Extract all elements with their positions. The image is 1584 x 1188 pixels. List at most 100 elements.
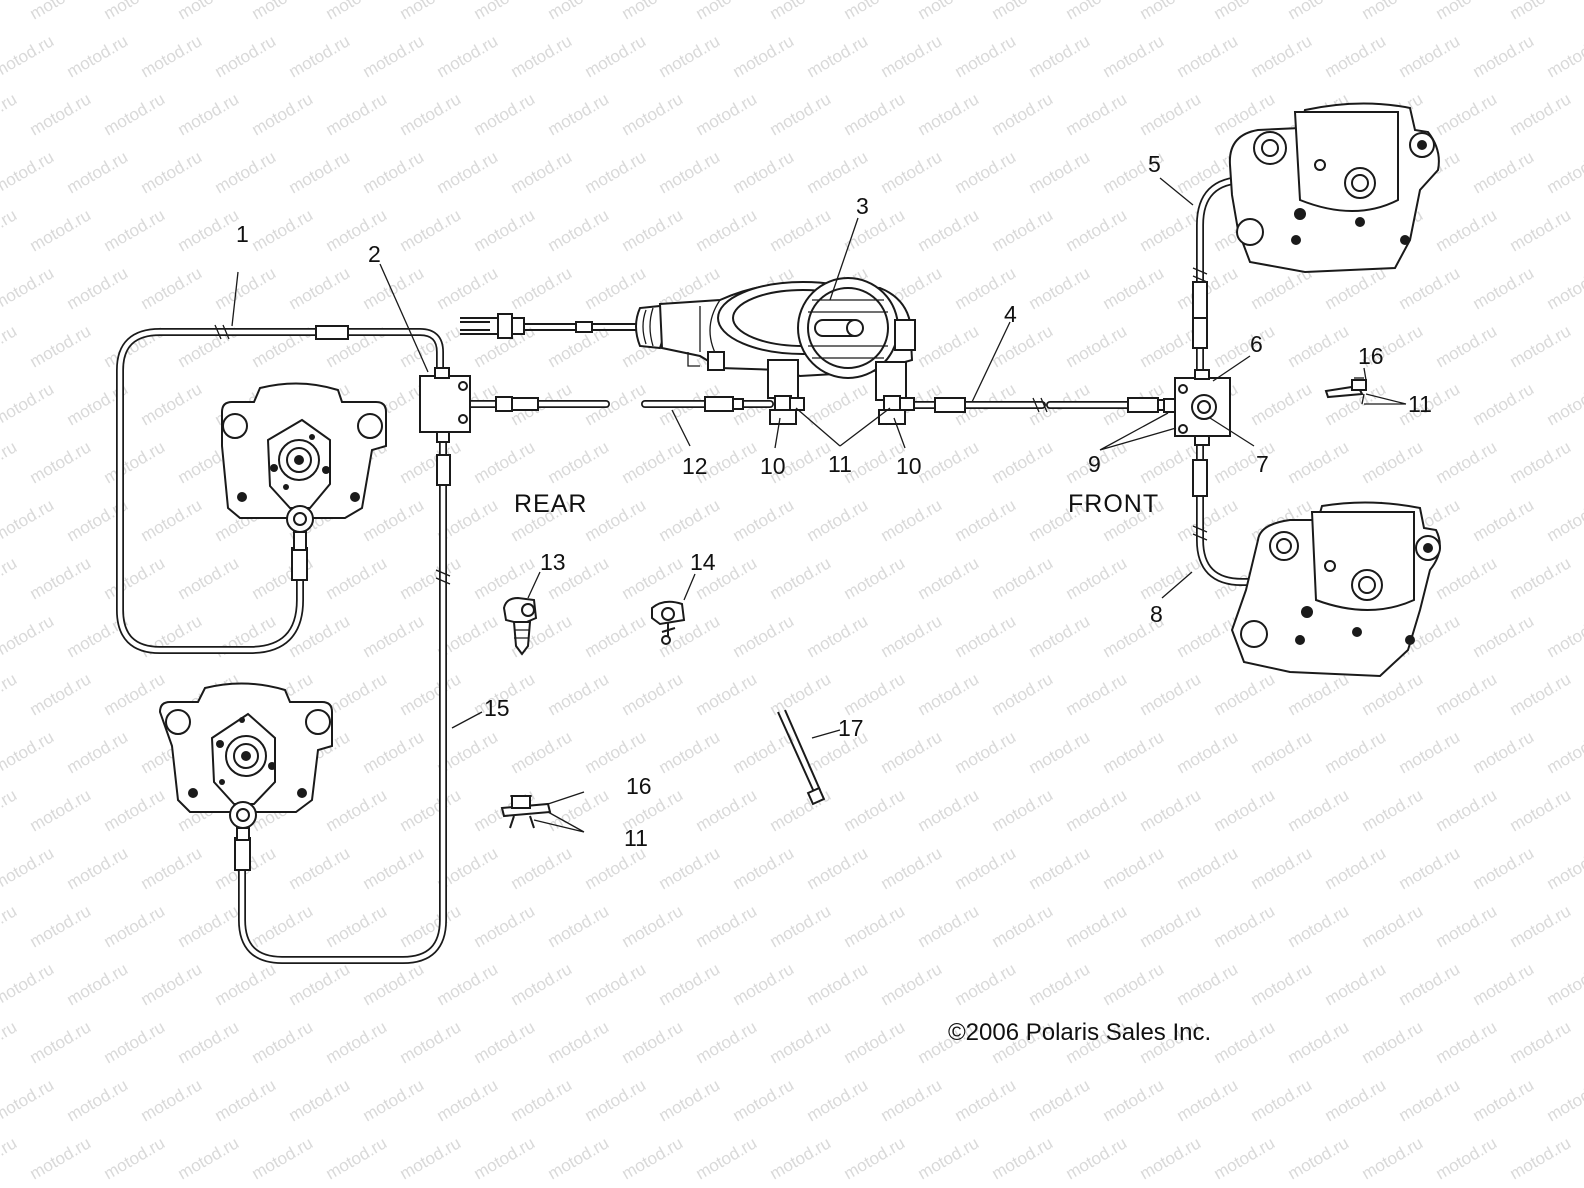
- part-13-clip: [502, 596, 538, 656]
- watermark-text: motod.ru: [286, 147, 354, 197]
- watermark-text: motod.ru: [730, 959, 798, 1009]
- watermark-text: motod.ru: [619, 669, 687, 719]
- watermark-text: motod.ru: [27, 1133, 95, 1183]
- watermark-text: motod.ru: [1581, 669, 1584, 719]
- watermark-text: motod.ru: [323, 553, 391, 603]
- watermark-text: motod.ru: [508, 843, 576, 893]
- watermark-text: motod.ru: [1285, 0, 1353, 23]
- watermark-text: motod.ru: [0, 669, 20, 719]
- part-17-cable-tie: [777, 709, 826, 806]
- watermark-text: motod.ru: [841, 1133, 909, 1183]
- watermark-text: motod.ru: [323, 89, 391, 139]
- watermark-text: motod.ru: [1248, 379, 1316, 429]
- watermark-text: motod.ru: [138, 31, 206, 81]
- watermark-text: motod.ru: [989, 0, 1057, 23]
- watermark-text: motod.ru: [1174, 727, 1242, 777]
- watermark-text: motod.ru: [1137, 901, 1205, 951]
- watermark-text: motod.ru: [915, 901, 983, 951]
- watermark-text: motod.ru: [804, 147, 872, 197]
- watermark-text: motod.ru: [1285, 321, 1353, 371]
- watermark-text: motod.ru: [693, 205, 761, 255]
- watermark-text: motod.ru: [582, 727, 650, 777]
- watermark-text: motod.ru: [656, 31, 724, 81]
- watermark-text: motod.ru: [989, 901, 1057, 951]
- watermark-text: motod.ru: [1470, 147, 1538, 197]
- watermark-text: motod.ru: [212, 263, 280, 313]
- callout-10b: 10: [896, 453, 922, 479]
- watermark-text: motod.ru: [952, 147, 1020, 197]
- watermark-text: motod.ru: [138, 263, 206, 313]
- copyright-text: ©2006 Polaris Sales Inc.: [948, 1019, 1211, 1046]
- watermark-text: motod.ru: [0, 31, 57, 81]
- watermark-text: motod.ru: [0, 379, 57, 429]
- watermark-text: motod.ru: [989, 785, 1057, 835]
- watermark-text: motod.ru: [27, 0, 95, 23]
- watermark-text: motod.ru: [804, 959, 872, 1009]
- watermark-text: motod.ru: [1544, 147, 1584, 197]
- watermark-text: motod.ru: [1544, 959, 1584, 1009]
- watermark-text: motod.ru: [1100, 959, 1168, 1009]
- watermark-text: motod.ru: [1322, 1075, 1390, 1125]
- watermark-text: motod.ru: [508, 959, 576, 1009]
- watermark-text: motod.ru: [323, 1133, 391, 1183]
- watermark-text: motod.ru: [1359, 0, 1427, 23]
- watermark-text: motod.ru: [1581, 785, 1584, 835]
- watermark-text: motod.ru: [1100, 263, 1168, 313]
- watermark-text: motod.ru: [545, 785, 613, 835]
- watermark-text: motod.ru: [175, 205, 243, 255]
- watermark-text: motod.ru: [1359, 1017, 1427, 1067]
- watermark-text: motod.ru: [323, 1017, 391, 1067]
- callout-10a: 10: [760, 453, 786, 479]
- watermark-text: motod.ru: [101, 1017, 169, 1067]
- watermark-text: motod.ru: [1137, 553, 1205, 603]
- watermark-text: motod.ru: [545, 1133, 613, 1183]
- watermark-text: motod.ru: [1470, 727, 1538, 777]
- watermark-text: motod.ru: [323, 901, 391, 951]
- watermark-text: motod.ru: [619, 205, 687, 255]
- watermark-text: motod.ru: [545, 1017, 613, 1067]
- watermark-text: motod.ru: [804, 611, 872, 661]
- watermark-text: motod.ru: [1433, 669, 1501, 719]
- watermark-text: motod.ru: [397, 553, 465, 603]
- watermark-text: motod.ru: [804, 1075, 872, 1125]
- watermark-text: motod.ru: [915, 553, 983, 603]
- watermark-text: motod.ru: [730, 147, 798, 197]
- watermark-text: motod.ru: [1211, 901, 1279, 951]
- watermark-text: motod.ru: [397, 1017, 465, 1067]
- watermark-text: motod.ru: [1137, 1133, 1205, 1183]
- watermark-text: motod.ru: [1433, 1017, 1501, 1067]
- watermark-text: motod.ru: [693, 901, 761, 951]
- watermark-text: motod.ru: [101, 0, 169, 23]
- watermark-text: motod.ru: [1507, 901, 1575, 951]
- watermark-text: motod.ru: [1063, 785, 1131, 835]
- watermark-text: motod.ru: [1211, 1017, 1279, 1067]
- watermark-text: motod.ru: [804, 495, 872, 545]
- watermark-text: motod.ru: [915, 205, 983, 255]
- leader-lines: [231, 177, 1407, 833]
- watermark-text: motod.ru: [101, 669, 169, 719]
- watermark-text: motod.ru: [1581, 205, 1584, 255]
- watermark-text: motod.ru: [619, 1133, 687, 1183]
- watermark-text: motod.ru: [1063, 0, 1131, 23]
- watermark-text: motod.ru: [693, 785, 761, 835]
- watermark-text: motod.ru: [693, 669, 761, 719]
- watermark-text: motod.ru: [249, 205, 317, 255]
- watermark-text: motod.ru: [878, 147, 946, 197]
- watermark-text: motod.ru: [0, 553, 20, 603]
- watermark-text: motod.ru: [1100, 1075, 1168, 1125]
- watermark-text: motod.ru: [1544, 263, 1584, 313]
- callout-17: 17: [838, 715, 864, 741]
- watermark-text: motod.ru: [101, 205, 169, 255]
- watermark-text: motod.ru: [878, 727, 946, 777]
- callout-12: 12: [682, 453, 708, 479]
- watermark-text: motod.ru: [175, 1133, 243, 1183]
- watermark-text: motod.ru: [0, 611, 57, 661]
- watermark-text: motod.ru: [619, 553, 687, 603]
- watermark-text: motod.ru: [804, 31, 872, 81]
- watermark-text: motod.ru: [1100, 31, 1168, 81]
- watermark-text: motod.ru: [175, 89, 243, 139]
- watermark-text: motod.ru: [101, 785, 169, 835]
- watermark-text: motod.ru: [619, 901, 687, 951]
- watermark-text: motod.ru: [212, 959, 280, 1009]
